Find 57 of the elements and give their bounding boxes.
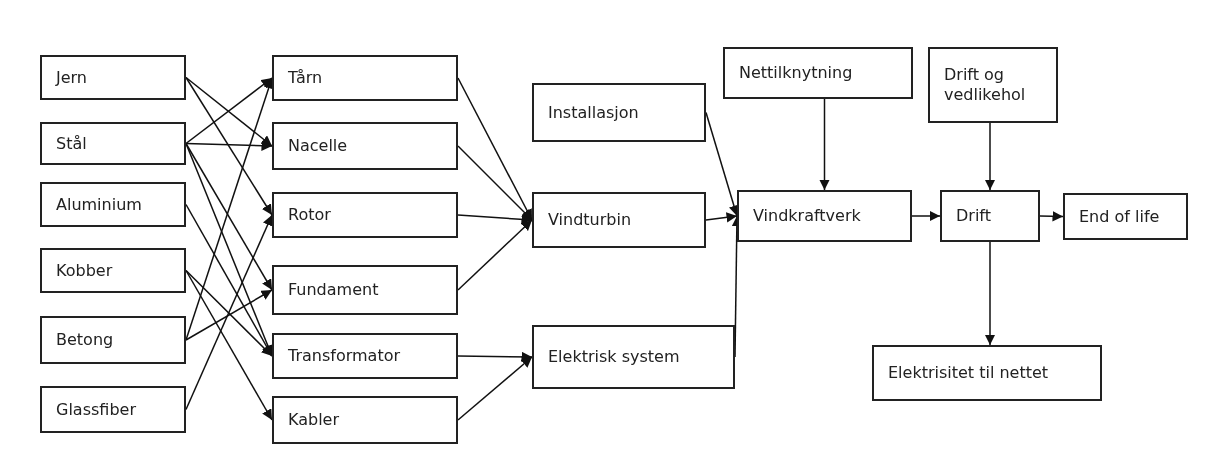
arrow — [984, 241, 996, 346]
process-box — [532, 192, 706, 248]
process-box — [272, 333, 458, 379]
box-label: End of life — [1079, 206, 1160, 227]
process-box — [532, 83, 706, 142]
arrow — [911, 210, 941, 222]
box-label: Transformator — [288, 346, 401, 366]
box-label: Fundament — [288, 280, 379, 300]
box-label: Kabler — [288, 410, 340, 430]
box-label: Drift og vedlikehol — [944, 65, 1027, 105]
box-label: Elektrisk system — [548, 347, 680, 367]
box-label: Kobber — [56, 260, 113, 281]
box-label: Nacelle — [288, 136, 348, 156]
process-box — [940, 190, 1040, 242]
arrow — [819, 98, 830, 191]
process-box — [272, 122, 458, 170]
box-label: Nettilknytning — [739, 63, 853, 83]
process-box — [40, 386, 186, 433]
arrow — [457, 356, 533, 421]
box-label: Stål — [56, 133, 87, 154]
arrow — [705, 212, 738, 223]
process-box — [40, 182, 186, 227]
arrow — [185, 203, 273, 357]
box-label: Glassfiber — [56, 399, 136, 420]
box-label: Vindkraftverk — [753, 206, 861, 226]
process-box — [272, 265, 458, 315]
process-box — [737, 190, 912, 242]
box-label: Rotor — [288, 205, 331, 225]
process-box — [1063, 193, 1188, 240]
arrow — [457, 214, 533, 225]
box-label: Aluminium — [56, 194, 142, 215]
box-label: Installasjon — [548, 102, 639, 123]
process-box — [272, 192, 458, 238]
arrow — [185, 140, 273, 151]
arrow — [185, 269, 273, 357]
process-box — [40, 316, 186, 364]
arrow — [457, 219, 533, 291]
process-box — [272, 396, 458, 444]
arrow — [457, 145, 533, 221]
process-box — [723, 47, 913, 99]
box-label: Tårn — [288, 68, 323, 88]
box-label: Vindturbin — [548, 210, 632, 230]
box-label: Drift — [956, 206, 991, 226]
process-box — [40, 122, 186, 165]
process-box — [872, 345, 1102, 401]
process-box — [40, 55, 186, 100]
arrow — [457, 351, 533, 363]
process-box — [272, 55, 458, 101]
arrow — [185, 289, 273, 341]
process-box — [40, 248, 186, 293]
arrow — [1039, 211, 1064, 222]
box-label: Elektrisitet til nettet — [888, 363, 1049, 383]
arrow — [984, 122, 996, 191]
process-box — [928, 47, 1058, 123]
box-label: Jern — [56, 67, 87, 88]
process-box — [532, 325, 735, 389]
box-label: Betong — [56, 330, 114, 350]
